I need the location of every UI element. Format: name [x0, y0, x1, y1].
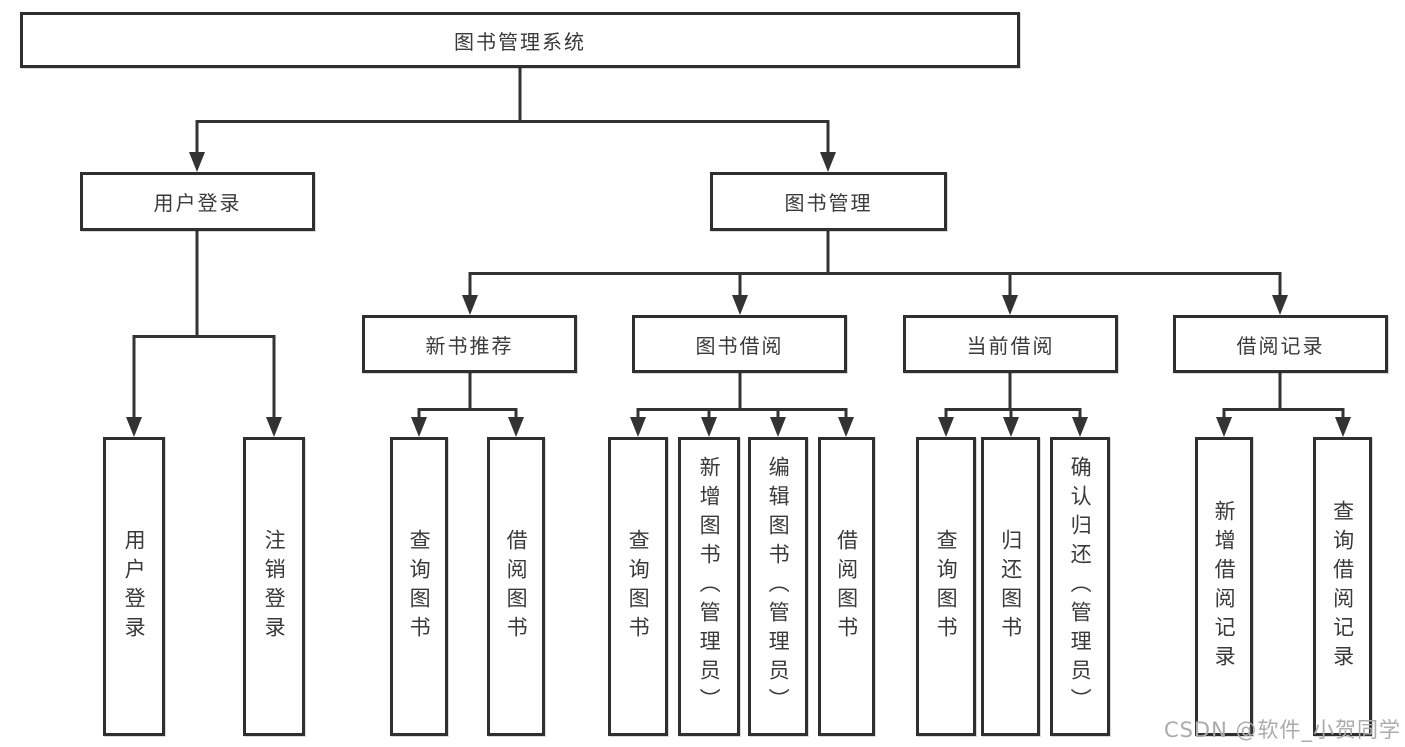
csdn-watermark: CSDN @软件_小贺同学: [1163, 718, 1401, 742]
node-label: 借阅记录: [1236, 333, 1325, 358]
leaf-query-books-borrowing: 查询图书: [608, 437, 668, 736]
node-label: 用户登录: [153, 191, 242, 215]
leaf-add-books-admin: 新增图书（管理员）: [678, 437, 740, 736]
leaf-query-books-current: 查询图书: [916, 437, 976, 736]
leaf-borrow-books-borrowing: 借阅图书: [818, 437, 875, 736]
leaf-label: 借阅图书: [504, 528, 529, 645]
node-book-borrowing: 图书借阅: [632, 315, 847, 373]
node-label: 图书管理系统: [454, 29, 586, 54]
leaf-label: 新增借阅记录: [1212, 499, 1237, 674]
leaf-user-login: 用户登录: [103, 437, 165, 736]
node-label: 图书管理: [784, 191, 873, 215]
node-book-management: 图书管理: [710, 172, 947, 231]
leaf-label: 用户登录: [122, 528, 147, 645]
leaf-label: 注销登录: [262, 528, 287, 645]
leaf-query-books-recommend: 查询图书: [390, 437, 448, 736]
leaf-add-borrow-record: 新增借阅记录: [1195, 437, 1253, 736]
node-label: 当前借阅: [966, 333, 1055, 358]
leaf-label: 借阅图书: [834, 528, 859, 645]
node-current-borrowing: 当前借阅: [903, 315, 1118, 373]
node-borrowing-records: 借阅记录: [1173, 315, 1388, 373]
node-library-management-system: 图书管理系统: [20, 12, 1020, 68]
leaf-edit-books-admin: 编辑图书（管理员）: [748, 437, 808, 736]
node-new-book-recommendation: 新书推荐: [362, 315, 577, 373]
leaf-label: 编辑图书（管理员）: [766, 456, 791, 717]
leaf-confirm-return-admin: 确认归还（管理员）: [1050, 437, 1110, 736]
node-label: 图书借阅: [695, 333, 784, 358]
leaf-label: 查询图书: [934, 528, 959, 645]
node-label: 新书推荐: [425, 333, 514, 358]
leaf-query-borrow-record: 查询借阅记录: [1313, 437, 1372, 736]
leaf-label: 查询图书: [407, 528, 432, 645]
leaf-label: 归还图书: [998, 528, 1023, 645]
leaf-label: 查询借阅记录: [1330, 499, 1355, 674]
leaf-label: 确认归还（管理员）: [1068, 456, 1093, 717]
leaf-return-books: 归还图书: [981, 437, 1040, 736]
leaf-borrow-books-recommend: 借阅图书: [487, 437, 545, 736]
leaf-label: 新增图书（管理员）: [697, 456, 722, 717]
node-user-login: 用户登录: [80, 172, 315, 231]
leaf-logout: 注销登录: [243, 437, 305, 736]
leaf-label: 查询图书: [626, 528, 651, 645]
tree-edge-lines: [132, 68, 1345, 421]
